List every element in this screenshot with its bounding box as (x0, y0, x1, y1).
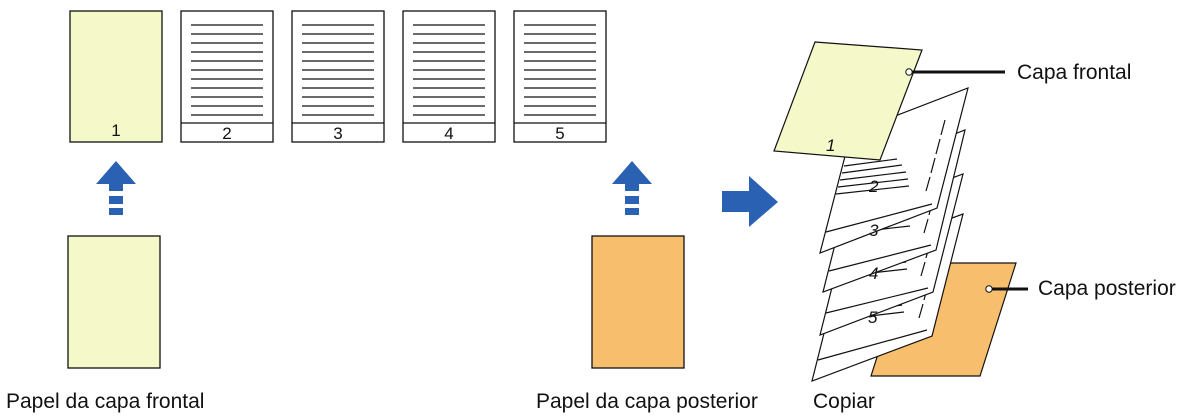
front-cover-paper-label: Papel da capa frontal (6, 390, 204, 413)
back-cover-paper-label: Papel da capa posterior (536, 390, 758, 413)
stack-number-4: 4 (869, 264, 878, 283)
output-page-2 (819, 87, 969, 254)
original-page-1: 1 (69, 10, 163, 143)
page-number-3: 3 (333, 124, 342, 143)
page-number-5: 5 (555, 124, 564, 143)
page-number-1: 1 (111, 121, 120, 140)
stack-number-2: 2 (868, 177, 879, 196)
copy-output-stack (773, 41, 1017, 382)
back-cover-label: Capa posterior (1038, 277, 1176, 300)
copy-label: Copiar (813, 390, 875, 413)
front-cover-leader (905, 68, 1005, 76)
back-cover-leader (985, 285, 1028, 293)
front-cover-paper (67, 235, 161, 369)
original-page-4: 4 (402, 10, 496, 143)
front-cover-label: Capa frontal (1017, 61, 1131, 84)
insert-arrow-up-icon (612, 161, 652, 215)
page-number-4: 4 (444, 124, 453, 143)
stack-number-3: 3 (869, 221, 879, 240)
insert-arrow-up-icon (96, 161, 136, 215)
stack-number-1: 1 (826, 136, 835, 155)
stack-number-5: 5 (868, 308, 878, 327)
original-page-3: 3 (291, 10, 385, 143)
original-page-5: 5 (513, 10, 607, 143)
page-number-2: 2 (222, 124, 231, 143)
arrow-right-icon (722, 176, 778, 227)
original-page-2: 2 (180, 10, 274, 143)
back-cover-paper (591, 235, 685, 369)
output-front-cover (773, 41, 923, 161)
